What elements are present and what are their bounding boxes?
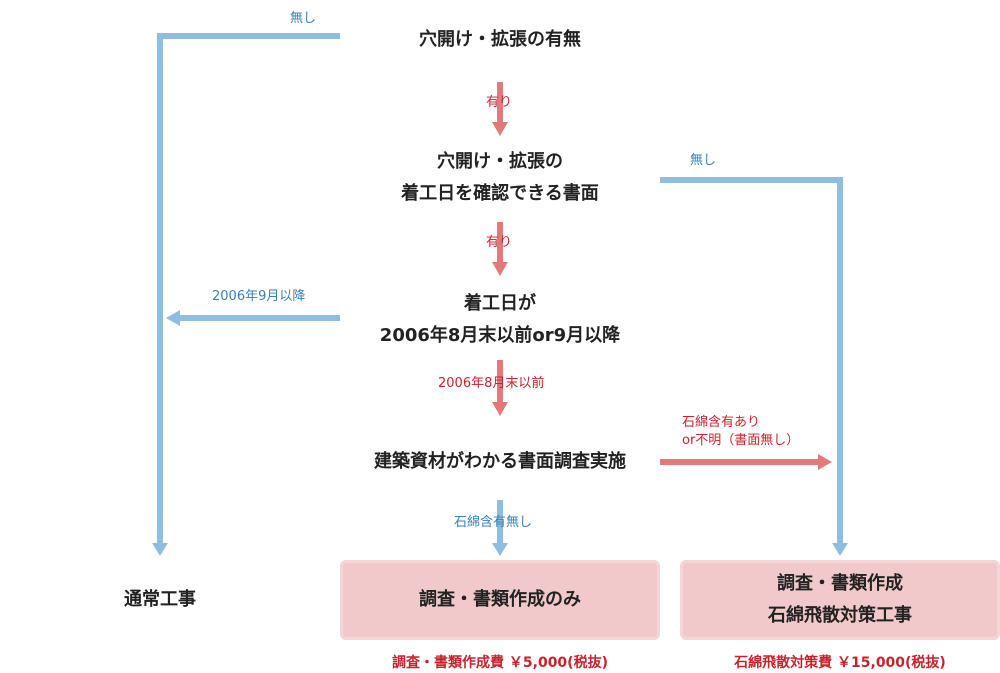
- label-q3-after: 2006年9月以降: [212, 289, 306, 304]
- question-start-date-document-line1: 穴開け・拡張の: [437, 151, 563, 172]
- label-q3-before: 2006年8月末以前: [438, 376, 545, 391]
- label-q4-no: 石綿含有無し: [454, 515, 533, 530]
- outcome-asbestos-countermeasure-line1: 調査・書類作成: [777, 573, 903, 594]
- outcome-survey-only-text: 調査・書類作成のみ: [419, 589, 581, 610]
- outcome-asbestos-countermeasure: 調査・書類作成 石綿飛散対策工事: [680, 560, 1000, 640]
- cost-removal: 石綿飛散対策費 ￥15,000(税抜): [734, 655, 946, 671]
- label-q2-yes: 有り: [486, 235, 513, 250]
- outcome-normal-work-text: 通常工事: [124, 589, 196, 610]
- outcome-asbestos-countermeasure-line2: 石綿飛散対策工事: [768, 605, 912, 626]
- arrowhead-q2-yes: [492, 262, 508, 276]
- question-start-date-document: 穴開け・拡張の 着工日を確認できる書面: [340, 146, 660, 210]
- outcome-normal-work: 通常工事: [80, 584, 240, 616]
- question-material-document-survey-text: 建築資材がわかる書面調査実施: [374, 451, 626, 472]
- arrowhead-removal: [832, 543, 848, 556]
- question-hole-drilling: 穴開け・拡張の有無: [340, 24, 660, 56]
- label-q4-yes-line2: or不明（書面無し）: [682, 433, 800, 448]
- question-material-document-survey: 建築資材がわかる書面調査実施: [330, 446, 670, 478]
- label-q1-no: 無し: [290, 11, 317, 26]
- arrowhead-survey: [492, 543, 508, 556]
- arrowhead-q3-before: [492, 402, 508, 416]
- question-start-date-line1: 着工日が: [464, 293, 536, 314]
- connector-q1-no: [157, 33, 340, 545]
- label-q4-yes-line1: 石綿含有あり: [682, 415, 761, 430]
- outcome-survey-only: 調査・書類作成のみ: [340, 560, 660, 640]
- label-q2-no: 無し: [690, 153, 717, 168]
- question-start-date-document-line2: 着工日を確認できる書面: [401, 183, 599, 204]
- label-q1-yes: 有り: [486, 95, 513, 110]
- arrowhead-normal: [152, 543, 168, 556]
- cost-survey: 調査・書類作成費 ￥5,000(税抜): [392, 655, 608, 671]
- connector-q2-no: [660, 177, 843, 545]
- arrowhead-q3-after: [166, 310, 180, 326]
- label-q4-yes: 石綿含有あり or不明（書面無し）: [682, 414, 799, 450]
- arrowhead-q4-yes: [818, 454, 832, 470]
- question-start-date: 着工日が 2006年8月末以前or9月以降: [340, 288, 660, 352]
- question-hole-drilling-text: 穴開け・拡張の有無: [419, 29, 581, 50]
- arrowhead-q1-yes: [492, 122, 508, 136]
- question-start-date-line2: 2006年8月末以前or9月以降: [379, 325, 621, 346]
